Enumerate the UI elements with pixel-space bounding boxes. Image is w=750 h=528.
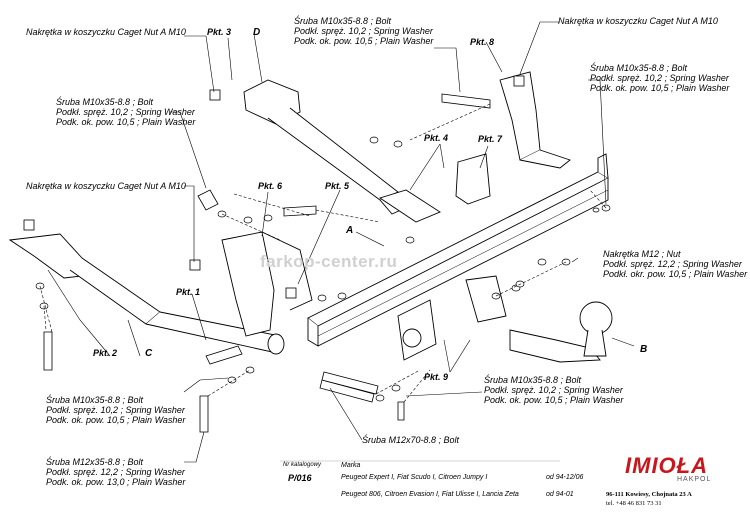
plate-pkt4	[378, 189, 441, 223]
label-pkt1: Pkt. 1	[176, 287, 201, 297]
label-pkt3: Pkt. 3	[207, 27, 232, 37]
company-phone: tel. +48 46 831 73 31	[606, 500, 662, 507]
letter-c: C	[145, 348, 153, 359]
catalog-label: Nr katalogowy	[283, 462, 322, 468]
label-pkt9: Pkt. 9	[424, 372, 449, 382]
model-line-2: Peugeot 806, Citroen Evasion I, Fiat Uli…	[341, 491, 519, 498]
model-years-2: od 94-01	[546, 491, 574, 498]
model-years-1: od 94-12/06	[546, 474, 584, 481]
cross-beam-a	[307, 153, 609, 347]
bracket-c	[8, 233, 285, 355]
watermark: farkop-center.ru	[260, 252, 398, 271]
label-bolt-m12: Śruba M12x70-8.8 ; Bolt	[362, 435, 460, 445]
ball-mount-b	[509, 301, 613, 363]
letter-d: D	[253, 27, 261, 38]
catalog-number: P/016	[288, 473, 312, 483]
label-nut-left: Nakrętka w koszyczku Caget Nut A M10	[26, 181, 186, 191]
label-nut-top-left: Nakrętka w koszyczku Caget Nut A M10	[26, 27, 186, 37]
label-pkt6: Pkt. 6	[258, 181, 283, 191]
label-pkt5: Pkt. 5	[325, 181, 350, 191]
letter-a: A	[346, 225, 354, 236]
label-pkt2: Pkt. 2	[93, 348, 118, 358]
label-nut-top-right: Nakrętka w koszyczku Caget Nut A M10	[558, 16, 718, 26]
label-pkt4: Pkt. 4	[424, 133, 449, 143]
imiola-logo: IMIOŁA HAKPOL	[625, 453, 712, 483]
model-line-1: Peugeot Expert I, Fiat Scudo I, Citroen …	[341, 474, 488, 481]
bracket-right	[455, 71, 571, 205]
letter-b: B	[640, 344, 648, 355]
company-address: 96-111 Kowiesy, Chojnata 23 A	[606, 491, 692, 498]
brand-label: Marka	[341, 462, 361, 469]
label-pkt8: Pkt. 8	[470, 37, 495, 47]
bracket-d	[243, 79, 411, 215]
label-pkt7: Pkt. 7	[478, 134, 503, 144]
bracket-inner	[221, 231, 313, 337]
